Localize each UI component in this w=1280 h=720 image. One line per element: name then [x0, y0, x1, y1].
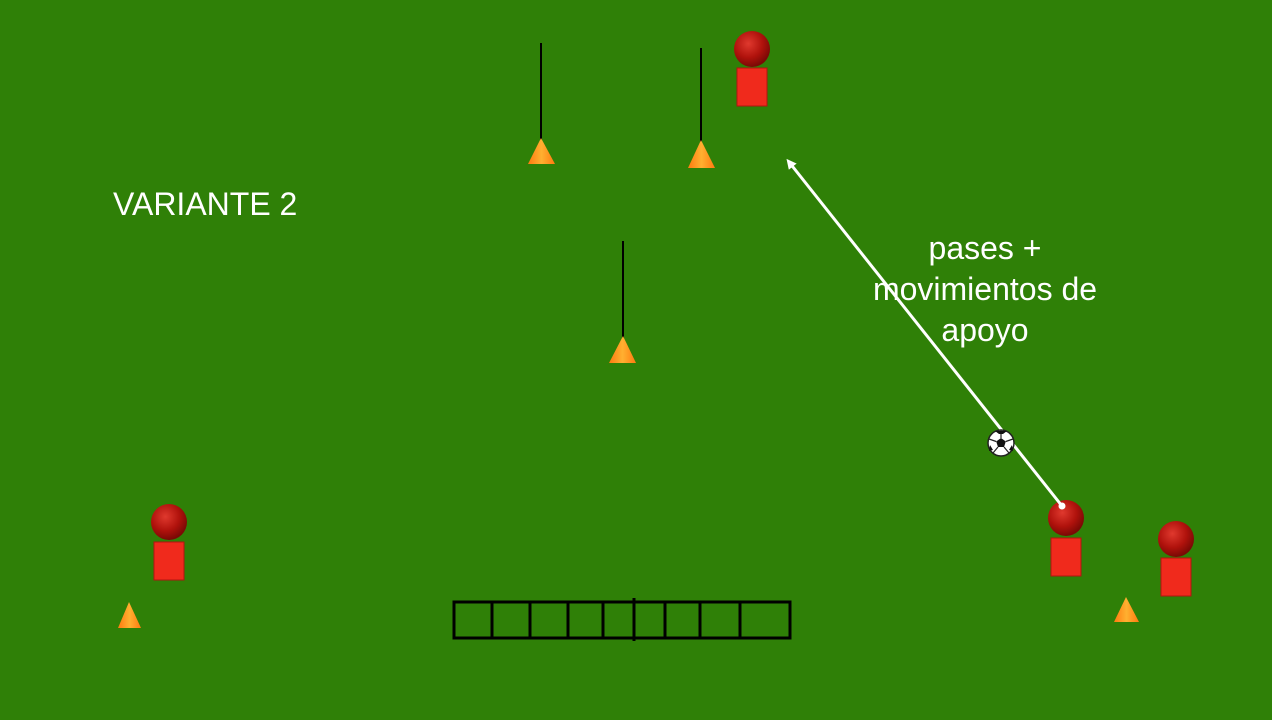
- note-line-2: movimientos de: [872, 271, 1098, 307]
- drill-title: VARIANTE 2: [113, 186, 298, 222]
- soccer-ball-icon: [987, 429, 1015, 457]
- pole-cone-2: [688, 48, 715, 168]
- pole-cone-3: [609, 241, 636, 363]
- cone-icon: [609, 336, 636, 363]
- agility-ladder-icon: [452, 598, 792, 641]
- field-edge: [1272, 0, 1280, 720]
- player-marker-icon: [1048, 500, 1084, 577]
- note-line-1: pases +: [928, 230, 1042, 266]
- pole-cone-1: [528, 43, 555, 164]
- player-marker-icon: [734, 31, 770, 107]
- cone-icon: [1114, 597, 1139, 622]
- drill-note: pases + movimientos de apoyo: [850, 228, 1120, 351]
- player-marker-icon: [1158, 521, 1194, 597]
- note-line-3: apoyo: [941, 312, 1029, 348]
- player-marker-icon: [151, 504, 187, 581]
- cone-icon: [688, 140, 715, 168]
- cone-icon: [528, 138, 555, 164]
- pass-arrow-icon: [786, 158, 1066, 510]
- cone-icon: [118, 602, 141, 628]
